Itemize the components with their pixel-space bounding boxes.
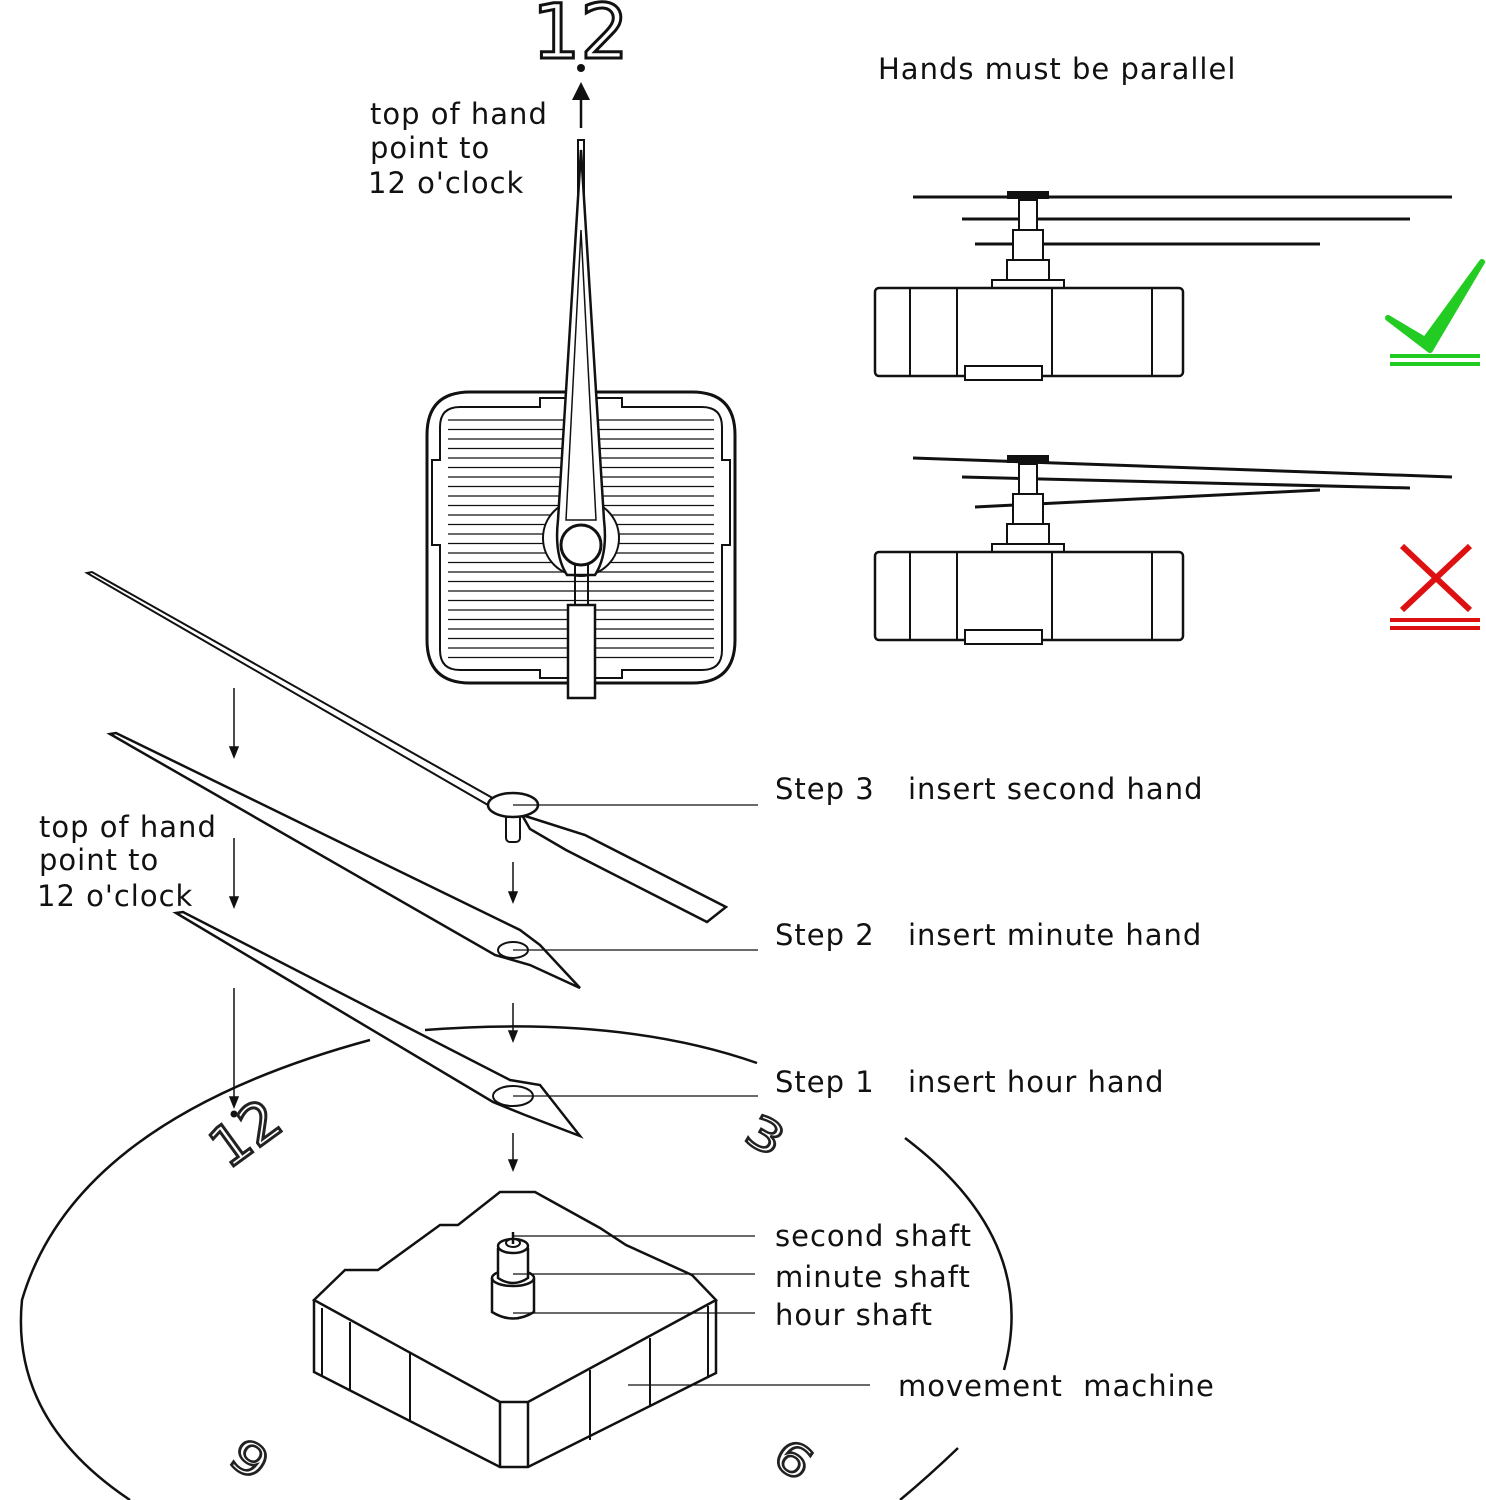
dial-numeral-3: 3	[737, 1104, 794, 1167]
check-icon	[1385, 259, 1485, 366]
svg-text:Step 2: Step 2	[775, 918, 875, 952]
top-hand	[555, 139, 607, 700]
side-view-wrong	[873, 455, 1453, 645]
second-hand	[84, 570, 729, 924]
top-12-dot	[577, 64, 585, 72]
top-of-hand-note-left: top of hand point to 12 o'clock	[37, 810, 227, 913]
minute-hand	[106, 731, 581, 990]
movement-machine-label: movement machine	[898, 1369, 1215, 1403]
movement-machine	[311, 1190, 719, 1469]
svg-text:insert second hand: insert second hand	[908, 772, 1203, 806]
svg-text:insert minute hand: insert minute hand	[908, 918, 1202, 952]
up-arrow-icon	[572, 82, 590, 128]
svg-text:Step 1: Step 1	[775, 1065, 875, 1099]
parallel-note: Hands must be parallel	[878, 52, 1236, 86]
top-movement-view: 12 top of hand point to 12 o'clock	[368, 0, 737, 700]
top-of-hand-note-upper: top of hand point to 12 o'clock	[368, 97, 558, 200]
svg-text:insert hour hand: insert hour hand	[908, 1065, 1164, 1099]
leader-lines	[513, 804, 870, 1386]
second-shaft-label: second shaft	[775, 1219, 972, 1253]
step-2-label: Step 2 insert minute hand	[775, 918, 1202, 952]
down-arrows	[228, 688, 519, 1173]
minute-shaft-label: minute shaft	[775, 1260, 971, 1294]
cross-icon	[1390, 543, 1480, 630]
svg-text:Step 3: Step 3	[775, 772, 875, 806]
dial-numeral-9: 9	[220, 1428, 279, 1491]
hour-shaft-label: hour shaft	[775, 1298, 933, 1332]
step-1-label: Step 1 insert hour hand	[775, 1065, 1164, 1099]
side-view-correct	[873, 191, 1452, 381]
step-3-label: Step 3 insert second hand	[775, 772, 1203, 806]
dial-numeral-12: 12	[198, 1087, 294, 1181]
top-12-numeral: 12	[532, 0, 629, 76]
dial-numeral-6: 6	[764, 1428, 823, 1491]
